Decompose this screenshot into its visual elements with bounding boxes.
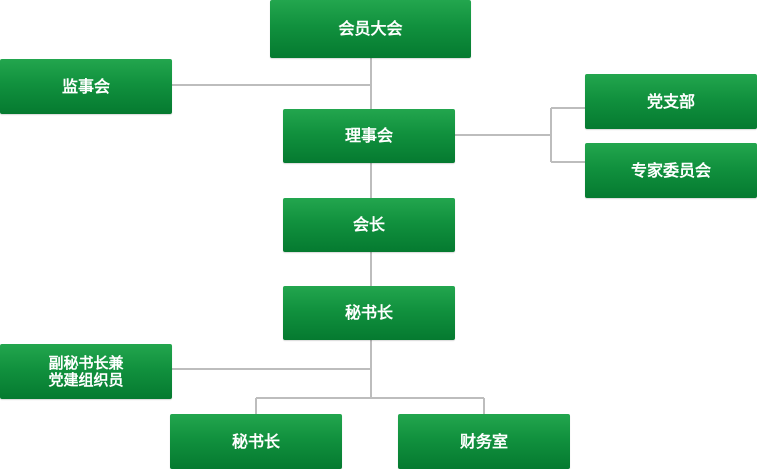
node-label: 会长 (352, 215, 385, 234)
node-party-branch: 党支部 (585, 74, 757, 129)
node-council: 理事会 (283, 109, 455, 163)
node-label: 副秘书长兼 党建组织员 (48, 353, 124, 389)
node-deputy-secretary: 副秘书长兼 党建组织员 (0, 344, 172, 399)
node-label: 理事会 (344, 126, 393, 145)
node-label: 专家委员会 (630, 160, 711, 180)
node-expert-committee: 专家委员会 (585, 143, 757, 198)
node-secretariat: 秘书长 (170, 414, 342, 469)
node-general-assembly: 会员大会 (270, 0, 471, 58)
node-secretary-general: 秘书长 (283, 286, 455, 340)
node-supervisory-board: 监事会 (0, 59, 172, 114)
node-president: 会长 (283, 198, 455, 252)
node-label: 党支部 (646, 91, 695, 111)
node-label: 秘书长 (231, 431, 280, 451)
node-finance-office: 财务室 (398, 414, 570, 469)
node-label: 秘书长 (344, 303, 393, 322)
node-label: 会员大会 (338, 19, 403, 38)
node-label: 财务室 (459, 431, 508, 451)
node-label: 监事会 (61, 76, 110, 96)
